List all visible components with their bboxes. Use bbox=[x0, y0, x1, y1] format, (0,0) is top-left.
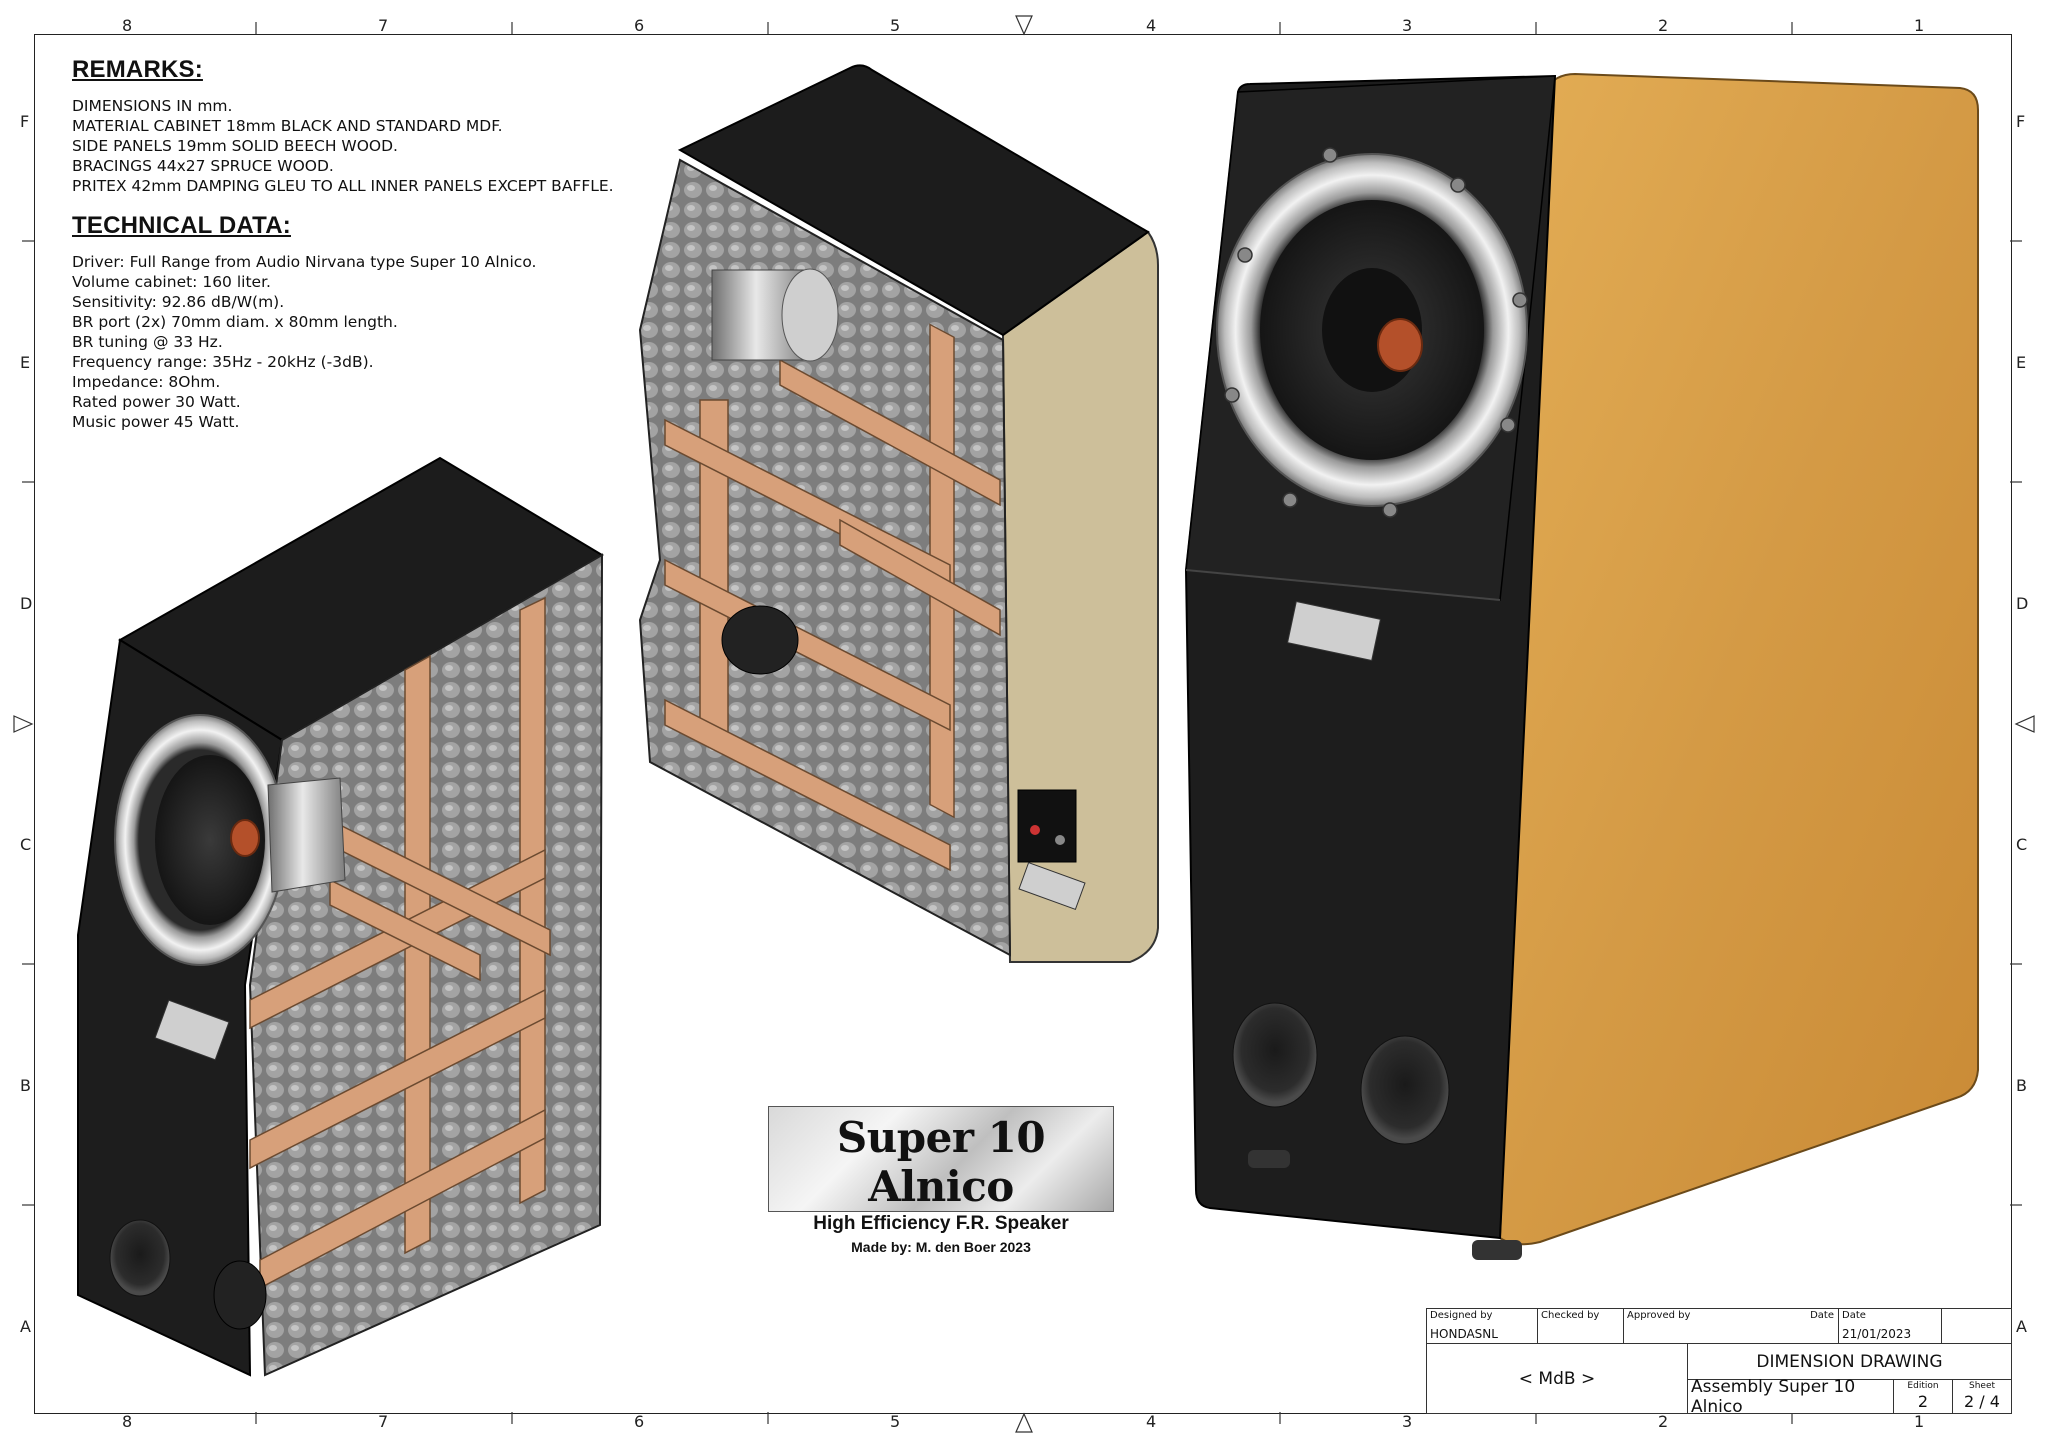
zone-col-6-bottom: 6 bbox=[634, 1412, 645, 1431]
nameplate-title: Super 10 Alnico bbox=[836, 1113, 1046, 1211]
zone-row-e-right: E bbox=[2016, 353, 2027, 372]
technical-line: Volume cabinet: 160 liter. bbox=[72, 273, 271, 291]
drawing-title-cell: Assembly Super 10 Alnico bbox=[1687, 1376, 1894, 1417]
drawing-title: Assembly Super 10 Alnico bbox=[1691, 1376, 1856, 1417]
technical-list: Driver: Full Range from Audio Nirvana ty… bbox=[72, 252, 672, 432]
center-arrows bbox=[13, 15, 2035, 1433]
technical-line: Frequency range: 35Hz - 20kHz (-3dB). bbox=[72, 353, 374, 371]
technical-line: BR port (2x) 70mm diam. x 80mm length. bbox=[72, 313, 398, 331]
checked-by-cell: Checked by bbox=[1537, 1308, 1624, 1344]
technical-line: Driver: Full Range from Audio Nirvana ty… bbox=[72, 253, 537, 271]
designed-by-label: Designed by bbox=[1430, 1310, 1493, 1321]
zone-row-d-right: D bbox=[2016, 594, 2029, 613]
nameplate-subtitle: High Efficiency F.R. Speaker bbox=[813, 1213, 1069, 1234]
date-cell: Date 21/01/2023 bbox=[1838, 1308, 1942, 1344]
zone-col-8-bottom: 8 bbox=[122, 1412, 133, 1431]
designed-by-value: HONDASNL bbox=[1430, 1327, 1498, 1341]
edition-label: Edition bbox=[1907, 1381, 1939, 1391]
zone-col-2-top: 2 bbox=[1658, 16, 1669, 35]
checked-by-label: Checked by bbox=[1541, 1310, 1600, 1321]
designed-by-cell: Designed by HONDASNL bbox=[1426, 1308, 1538, 1344]
remark-line: BRACINGS 44x27 SPRUCE WOOD. bbox=[72, 157, 334, 175]
zone-col-1-bottom: 1 bbox=[1914, 1412, 1925, 1431]
zone-col-5-top: 5 bbox=[890, 16, 901, 35]
zone-col-1-top: 1 bbox=[1914, 16, 1925, 35]
zone-row-e-left: E bbox=[20, 353, 31, 372]
speaker-assembled-view bbox=[1184, 72, 1979, 1260]
zone-row-d-left: D bbox=[20, 594, 33, 613]
blank-cell bbox=[1941, 1308, 2012, 1344]
zone-row-a-left: A bbox=[20, 1317, 31, 1336]
zone-col-4-top: 4 bbox=[1146, 16, 1157, 35]
edition-cell: Edition 2 bbox=[1893, 1379, 1953, 1414]
zone-ticks bbox=[22, 22, 2022, 1424]
speaker-nameplate: Super 10 Alnico High Efficiency F.R. Spe… bbox=[768, 1106, 1114, 1255]
notes-panel: REMARKS: DIMENSIONS IN mm. MATERIAL CABI… bbox=[72, 56, 672, 446]
remark-line: PRITEX 42mm DAMPING GLEU TO ALL INNER PA… bbox=[72, 177, 614, 195]
zone-row-c-right: C bbox=[2016, 835, 2028, 854]
zone-row-b-right: B bbox=[2016, 1076, 2027, 1095]
sheet-value: 2 / 4 bbox=[1964, 1392, 2000, 1411]
zone-row-a-right: A bbox=[2016, 1317, 2027, 1336]
zone-row-c-left: C bbox=[20, 835, 32, 854]
sheet-label: Sheet bbox=[1968, 1381, 1996, 1391]
date-value: 21/01/2023 bbox=[1842, 1327, 1912, 1341]
approved-by-cell: Approved by Date bbox=[1623, 1308, 1839, 1344]
remark-line: DIMENSIONS IN mm. bbox=[72, 97, 233, 115]
zone-col-5-bottom: 5 bbox=[890, 1412, 901, 1431]
remarks-list: DIMENSIONS IN mm. MATERIAL CABINET 18mm … bbox=[72, 96, 672, 196]
technical-line: BR tuning @ 33 Hz. bbox=[72, 333, 223, 351]
date-label: Date bbox=[1842, 1310, 1866, 1321]
company-name: < MdB > bbox=[1518, 1368, 1596, 1389]
zone-row-f-right: F bbox=[2016, 112, 2026, 131]
remarks-title: REMARKS: bbox=[72, 56, 203, 83]
title-block: Designed by HONDASNL Checked by Approved… bbox=[1426, 1308, 2012, 1417]
zone-col-4-bottom: 4 bbox=[1146, 1412, 1157, 1431]
speaker-side-cutaway-view bbox=[77, 456, 604, 1377]
technical-line: Sensitivity: 92.86 dB/W(m). bbox=[72, 293, 285, 311]
technical-line: Impedance: 8Ohm. bbox=[72, 373, 221, 391]
zone-col-7-bottom: 7 bbox=[378, 1412, 389, 1431]
zone-col-7-top: 7 bbox=[378, 16, 389, 35]
approved-date-label: Date bbox=[1810, 1310, 1834, 1321]
zone-row-b-left: B bbox=[20, 1076, 31, 1095]
remark-line: SIDE PANELS 19mm SOLID BEECH WOOD. bbox=[72, 137, 398, 155]
zone-col-3-bottom: 3 bbox=[1402, 1412, 1413, 1431]
technical-title: TECHNICAL DATA: bbox=[72, 212, 291, 239]
edition-value: 2 bbox=[1917, 1392, 1929, 1411]
drawing-frame bbox=[34, 34, 2012, 1414]
company-cell: < MdB > bbox=[1426, 1343, 1688, 1414]
zone-col-3-top: 3 bbox=[1402, 16, 1413, 35]
remark-line: MATERIAL CABINET 18mm BLACK AND STANDARD… bbox=[72, 117, 503, 135]
zone-col-8-top: 8 bbox=[122, 16, 133, 35]
zone-col-2-bottom: 2 bbox=[1658, 1412, 1669, 1431]
approved-by-label: Approved by bbox=[1627, 1310, 1691, 1321]
drawing-type: DIMENSION DRAWING bbox=[1756, 1351, 1943, 1372]
zone-row-f-left: F bbox=[20, 112, 30, 131]
speaker-rear-cutaway-view bbox=[638, 64, 1159, 963]
nameplate-maker: Made by: M. den Boer 2023 bbox=[851, 1239, 1031, 1255]
drawing-type-cell: DIMENSION DRAWING bbox=[1687, 1343, 2012, 1380]
technical-line: Rated power 30 Watt. bbox=[72, 393, 241, 411]
sheet-cell: Sheet 2 / 4 bbox=[1952, 1379, 2012, 1414]
technical-line: Music power 45 Watt. bbox=[72, 413, 240, 431]
zone-col-6-top: 6 bbox=[634, 16, 645, 35]
